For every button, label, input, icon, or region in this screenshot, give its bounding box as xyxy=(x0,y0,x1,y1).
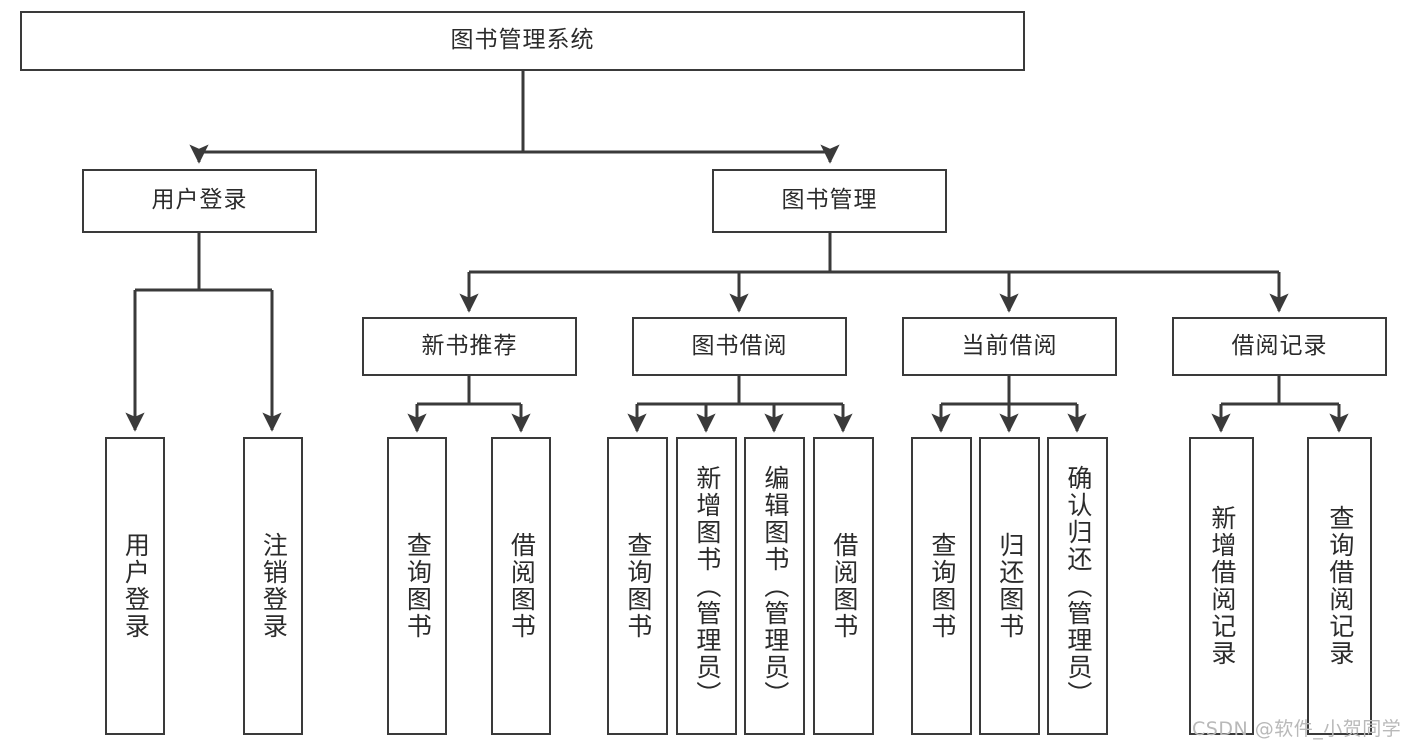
node-user-login[interactable]: 用户登录 xyxy=(82,169,317,233)
node-borrow-record-label: 借阅记录 xyxy=(1231,332,1328,359)
node-leaf-borrow-book-1-label: 借阅图书 xyxy=(507,532,537,640)
node-leaf-user-login[interactable]: 用户登录 xyxy=(105,437,165,735)
node-leaf-add-record[interactable]: 新增借阅记录 xyxy=(1189,437,1254,735)
node-leaf-query-book-2[interactable]: 查询图书 xyxy=(607,437,668,735)
node-leaf-add-record-label: 新增借阅记录 xyxy=(1207,505,1237,667)
node-book-manage[interactable]: 图书管理 xyxy=(712,169,947,233)
node-user-login-label: 用户登录 xyxy=(151,187,248,214)
node-leaf-query-book-2-label: 查询图书 xyxy=(623,532,653,640)
node-root[interactable]: 图书管理系统 xyxy=(20,11,1025,71)
node-leaf-query-book-1[interactable]: 查询图书 xyxy=(387,437,447,735)
node-leaf-query-book-3-label: 查询图书 xyxy=(927,532,957,640)
node-leaf-query-book-3[interactable]: 查询图书 xyxy=(911,437,972,735)
node-leaf-edit-book-label: 编辑图书（管理员） xyxy=(760,464,790,708)
node-new-book-rec[interactable]: 新书推荐 xyxy=(362,317,577,376)
watermark: CSDN @软件_小贺同学 xyxy=(1192,718,1402,740)
node-book-borrow[interactable]: 图书借阅 xyxy=(632,317,847,376)
node-book-manage-label: 图书管理 xyxy=(781,187,878,214)
node-leaf-return-book[interactable]: 归还图书 xyxy=(979,437,1040,735)
node-leaf-confirm-return[interactable]: 确认归还（管理员） xyxy=(1047,437,1108,735)
node-book-borrow-label: 图书借阅 xyxy=(691,332,788,359)
node-leaf-user-login-label: 用户登录 xyxy=(121,532,151,640)
node-leaf-return-book-label: 归还图书 xyxy=(995,532,1025,640)
node-leaf-query-record-label: 查询借阅记录 xyxy=(1325,505,1355,667)
node-borrow-record[interactable]: 借阅记录 xyxy=(1172,317,1387,376)
node-current-borrow[interactable]: 当前借阅 xyxy=(902,317,1117,376)
node-new-book-rec-label: 新书推荐 xyxy=(421,332,518,359)
node-leaf-query-book-1-label: 查询图书 xyxy=(403,532,433,640)
node-leaf-logout-label: 注销登录 xyxy=(259,532,289,640)
node-leaf-add-book-label: 新增图书（管理员） xyxy=(692,464,722,708)
node-leaf-borrow-book-1[interactable]: 借阅图书 xyxy=(491,437,551,735)
node-leaf-borrow-book-2-label: 借阅图书 xyxy=(829,532,859,640)
node-root-label: 图书管理系统 xyxy=(450,27,595,54)
node-leaf-edit-book[interactable]: 编辑图书（管理员） xyxy=(744,437,805,735)
node-leaf-query-record[interactable]: 查询借阅记录 xyxy=(1307,437,1372,735)
node-leaf-borrow-book-2[interactable]: 借阅图书 xyxy=(813,437,874,735)
node-current-borrow-label: 当前借阅 xyxy=(961,332,1058,359)
node-leaf-confirm-return-label: 确认归还（管理员） xyxy=(1063,464,1093,708)
node-leaf-logout[interactable]: 注销登录 xyxy=(243,437,303,735)
node-leaf-add-book[interactable]: 新增图书（管理员） xyxy=(676,437,737,735)
